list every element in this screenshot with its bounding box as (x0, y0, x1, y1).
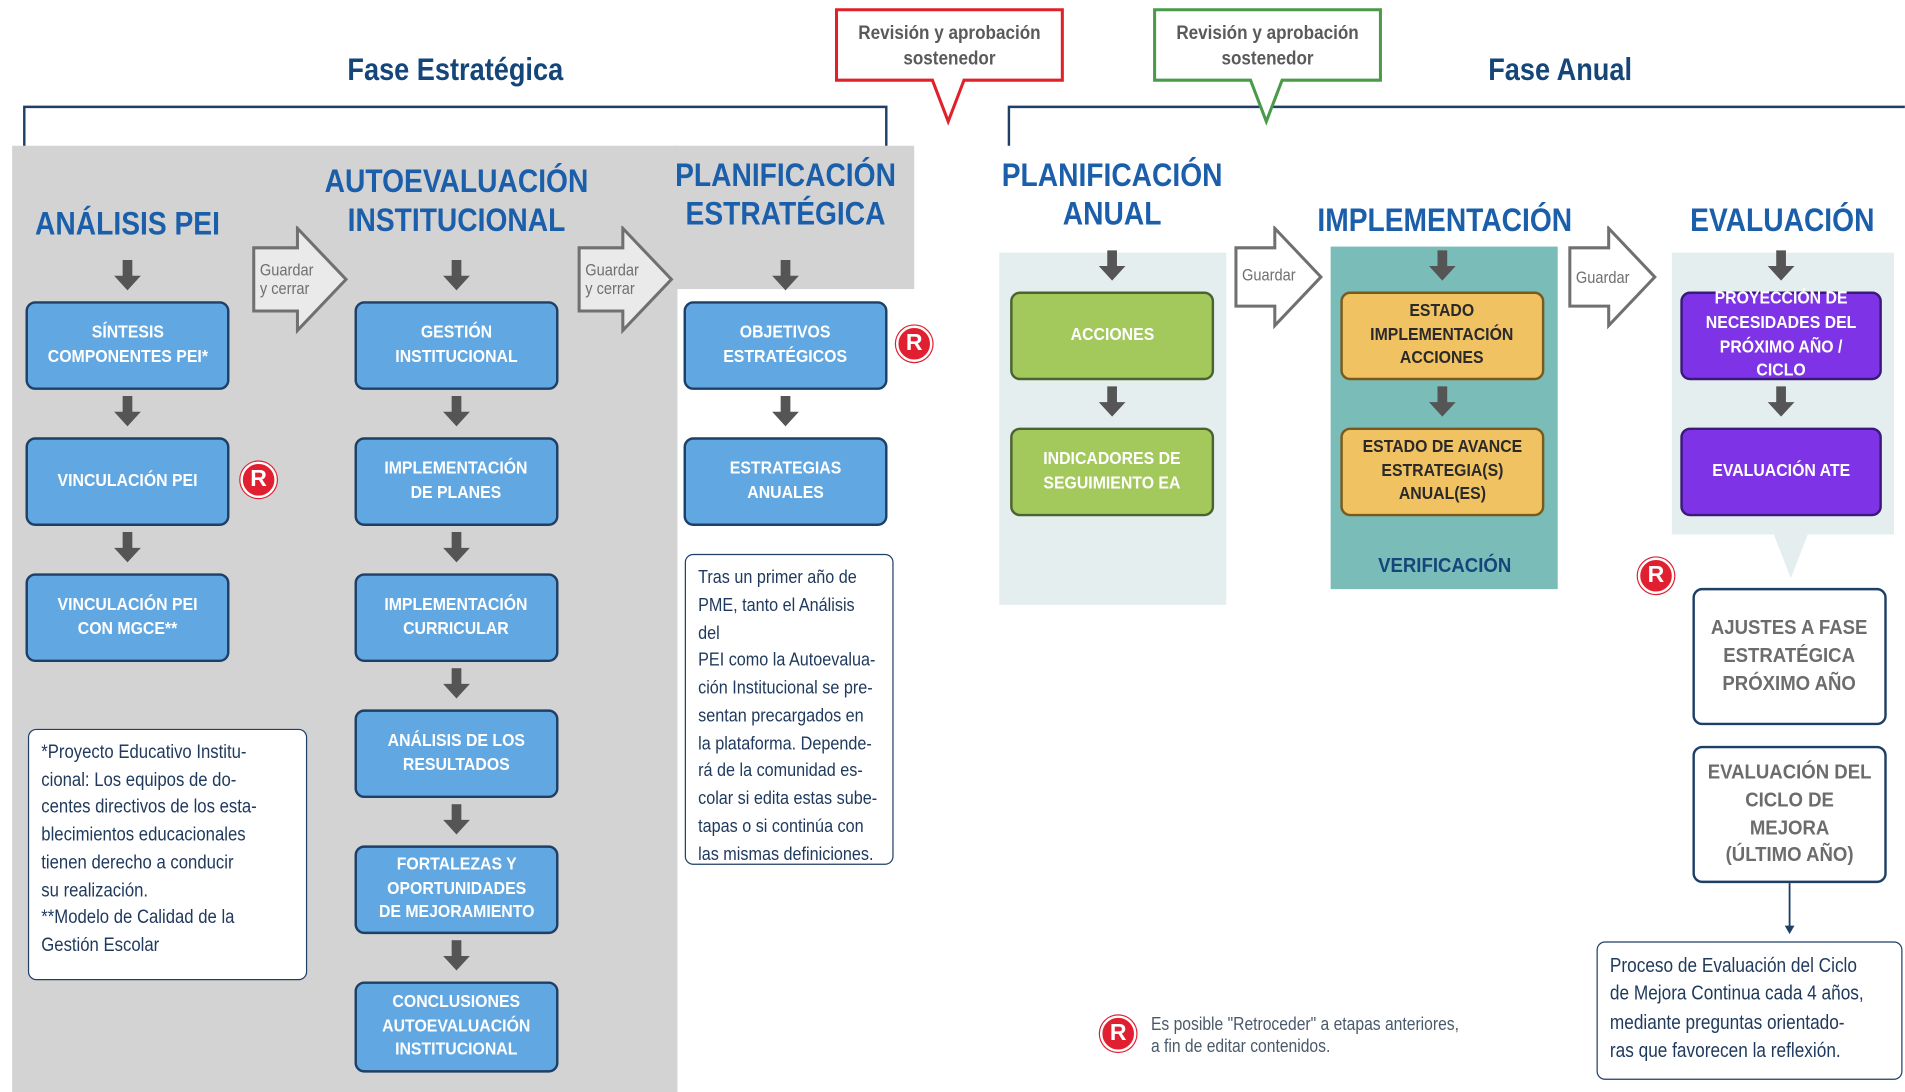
box-estado-implementacion[interactable]: ESTADO IMPLEMENTACIÓN ACCIONES (1340, 291, 1545, 381)
down-arrow-icon (1767, 250, 1795, 281)
stage-title-planificacion-estrategica: PLANIFICACIÓN ESTRATÉGICA (675, 156, 896, 233)
save-arrow-1 (1234, 225, 1324, 330)
box-estrategias-anuales[interactable]: ESTRATEGIAS ANUALES (683, 437, 888, 526)
box-acciones[interactable]: ACCIONES (1010, 291, 1215, 381)
box-gestion-institucional[interactable]: GESTIÓN INSTITUCIONAL (354, 301, 559, 390)
stage-title-implementacion: IMPLEMENTACIÓN (1317, 201, 1573, 239)
back-badge-objetivos[interactable]: R (896, 325, 933, 362)
down-arrow-icon (114, 532, 141, 563)
back-badge-evaluacion[interactable]: R (1637, 557, 1675, 594)
save-close-label-1: Guardar y cerrar (259, 259, 314, 298)
box-vinculacion-pei-mgce[interactable]: VINCULACIÓN PEI CON MGCE** (25, 573, 230, 663)
review-callout-red: Revisión y aprobación sostenedor (858, 23, 1041, 69)
save-close-arrow-1 (252, 225, 349, 335)
box-implementacion-curricular[interactable]: IMPLEMENTACIÓN CURRICULAR (354, 573, 559, 663)
legend-badge: R (1099, 1015, 1137, 1052)
verificacion-label: VERIFICACIÓN (1377, 553, 1511, 577)
back-badge-vinculacion[interactable]: R (240, 461, 277, 499)
box-indicadores-seguimiento[interactable]: INDICADORES DE SEGUIMIENTO EA (1010, 427, 1215, 517)
down-arrow-icon (114, 259, 141, 291)
annual-phase-title: Fase Anual (1488, 51, 1633, 88)
down-arrow-icon (443, 940, 470, 971)
down-arrow-icon (443, 532, 470, 563)
save-arrow-2 (1568, 225, 1657, 330)
down-arrow-icon (772, 259, 799, 291)
note-analisis-pei: *Proyecto Educativo Institu- cional: Los… (27, 728, 308, 981)
box-vinculacion-pei[interactable]: VINCULACIÓN PEI (25, 437, 230, 526)
note-evaluacion-ciclo: Proceso de Evaluación del Ciclo de Mejor… (1596, 941, 1903, 1080)
box-sintesis-componentes-pei[interactable]: SÍNTESIS COMPONENTES PEI* (25, 301, 230, 390)
box-implementacion-planes[interactable]: IMPLEMENTACIÓN DE PLANES (354, 437, 559, 526)
down-arrow-icon (443, 259, 470, 291)
save-close-label-2: Guardar y cerrar (585, 259, 639, 298)
down-arrow-icon (1428, 250, 1456, 281)
down-arrow-icon (1767, 386, 1795, 417)
strategic-phase-title: Fase Estratégica (347, 51, 564, 88)
legend-text: Es posible "Retroceder" a etapas anterio… (1150, 1014, 1459, 1057)
down-arrow-icon (443, 395, 470, 427)
save-close-arrow-2 (577, 225, 674, 335)
down-arrow-icon (772, 395, 799, 427)
stage-title-planificacion-anual: PLANIFICACIÓN ANUAL (1001, 156, 1223, 233)
down-arrow-icon (443, 804, 470, 835)
stage-title-analisis-pei: ANÁLISIS PEI (35, 205, 220, 242)
review-callout-green: Revisión y aprobación sostenedor (1176, 23, 1359, 69)
stage-title-autoevaluacion: AUTOEVALUACIÓN INSTITUCIONAL (324, 162, 589, 239)
box-conclusiones-autoevaluacion[interactable]: CONCLUSIONES AUTOEVALUACIÓN INSTITUCIONA… (354, 981, 559, 1073)
box-evaluacion-ate[interactable]: EVALUACIÓN ATE (1680, 427, 1882, 517)
box-proyeccion-necesidades[interactable]: PROYECCIÓN DE NECESIDADES DEL PRÓXIMO AÑ… (1680, 290, 1882, 380)
down-arrow-icon (443, 668, 470, 699)
note-planificacion-estrategica: Tras un primer año de PME, tanto el Anál… (684, 553, 894, 865)
down-arrow-icon (1428, 386, 1456, 417)
down-arrow-icon (1098, 386, 1126, 417)
save-label-1: Guardar (1242, 264, 1296, 285)
stage-title-evaluacion: EVALUACIÓN (1690, 201, 1875, 239)
box-ajustes-fase-estrategica[interactable]: AJUSTES A FASE ESTRATÉGICA PRÓXIMO AÑO (1692, 587, 1887, 726)
down-arrow-icon (114, 395, 141, 427)
box-estado-avance[interactable]: ESTADO DE AVANCE ESTRATEGIA(S) ANUAL(ES) (1340, 427, 1545, 517)
strategic-panel-right-top (673, 145, 915, 290)
down-arrow-icon (1098, 250, 1126, 281)
box-evaluacion-ciclo-mejora[interactable]: EVALUACIÓN DEL CICLO DE MEJORA (ÚLTIMO A… (1692, 745, 1887, 884)
box-objetivos-estrategicos[interactable]: OBJETIVOS ESTRATÉGICOS (683, 301, 888, 390)
save-label-2: Guardar (1575, 267, 1630, 287)
box-fortalezas-oportunidades[interactable]: FORTALEZAS Y OPORTUNIDADES DE MEJORAMIEN… (354, 845, 559, 935)
box-analisis-resultados[interactable]: ANÁLISIS DE LOS RESULTADOS (354, 709, 559, 799)
